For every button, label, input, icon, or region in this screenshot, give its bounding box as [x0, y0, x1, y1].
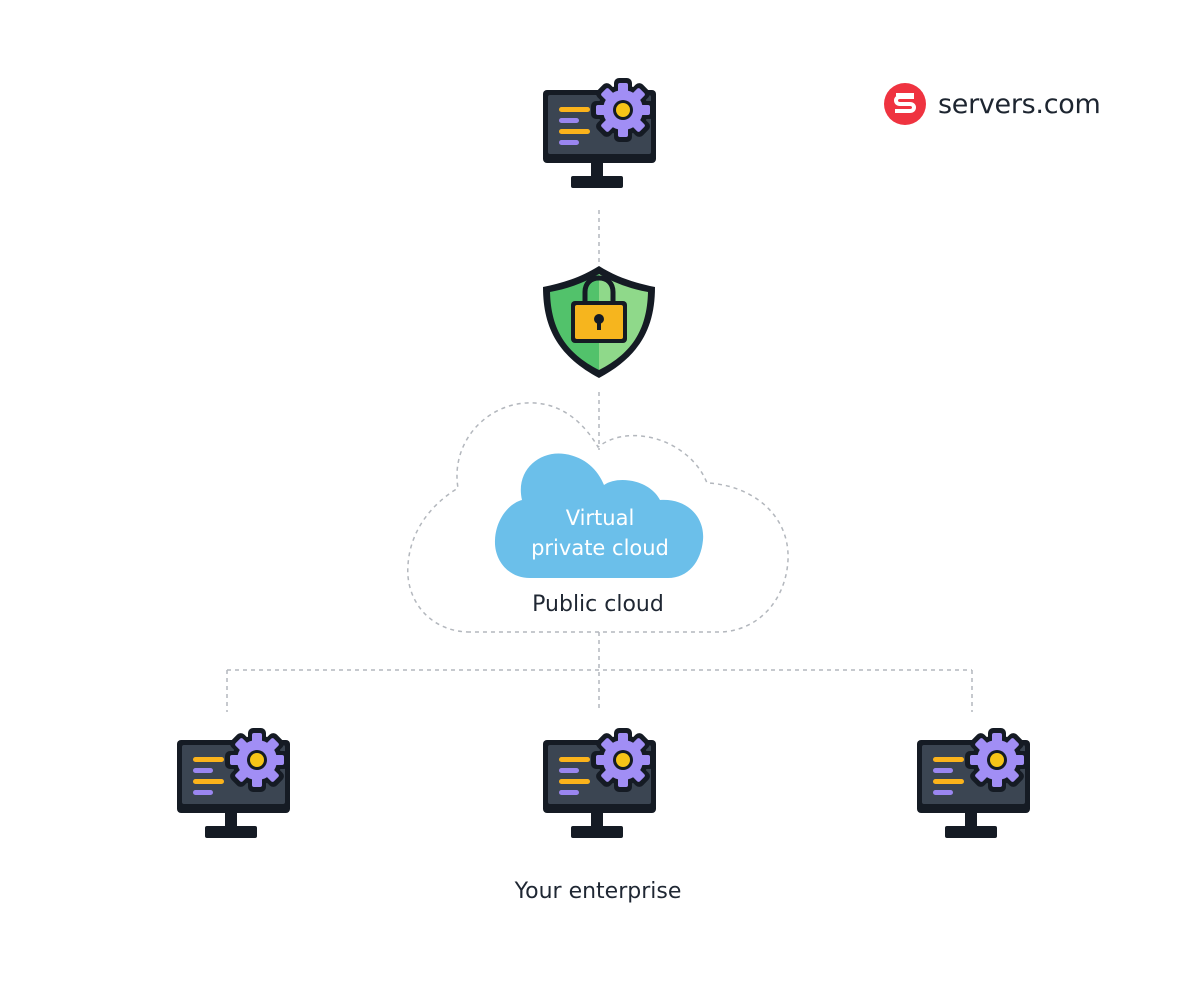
vpc-cloud-shape [494, 453, 704, 578]
enterprise-workstation-center-icon [541, 728, 658, 840]
vpc-label-line2: private cloud [531, 536, 669, 560]
servers-logo-icon [884, 83, 926, 125]
top-workstation-icon [541, 78, 658, 190]
enterprise-workstation-left-icon [175, 728, 292, 840]
public-cloud-outline [407, 402, 789, 633]
vpc-label: Virtual private cloud [497, 503, 703, 563]
servers-com-logo[interactable]: servers.com [884, 83, 1101, 125]
brand-name: servers.com [938, 88, 1101, 120]
connector-lines [226, 210, 973, 712]
vpc-label-line1: Virtual [565, 506, 635, 530]
shield-lock-icon [543, 266, 655, 378]
enterprise-label: Your enterprise [514, 879, 682, 904]
public-cloud-label: Public cloud [532, 592, 664, 617]
enterprise-workstation-right-icon [915, 728, 1032, 840]
